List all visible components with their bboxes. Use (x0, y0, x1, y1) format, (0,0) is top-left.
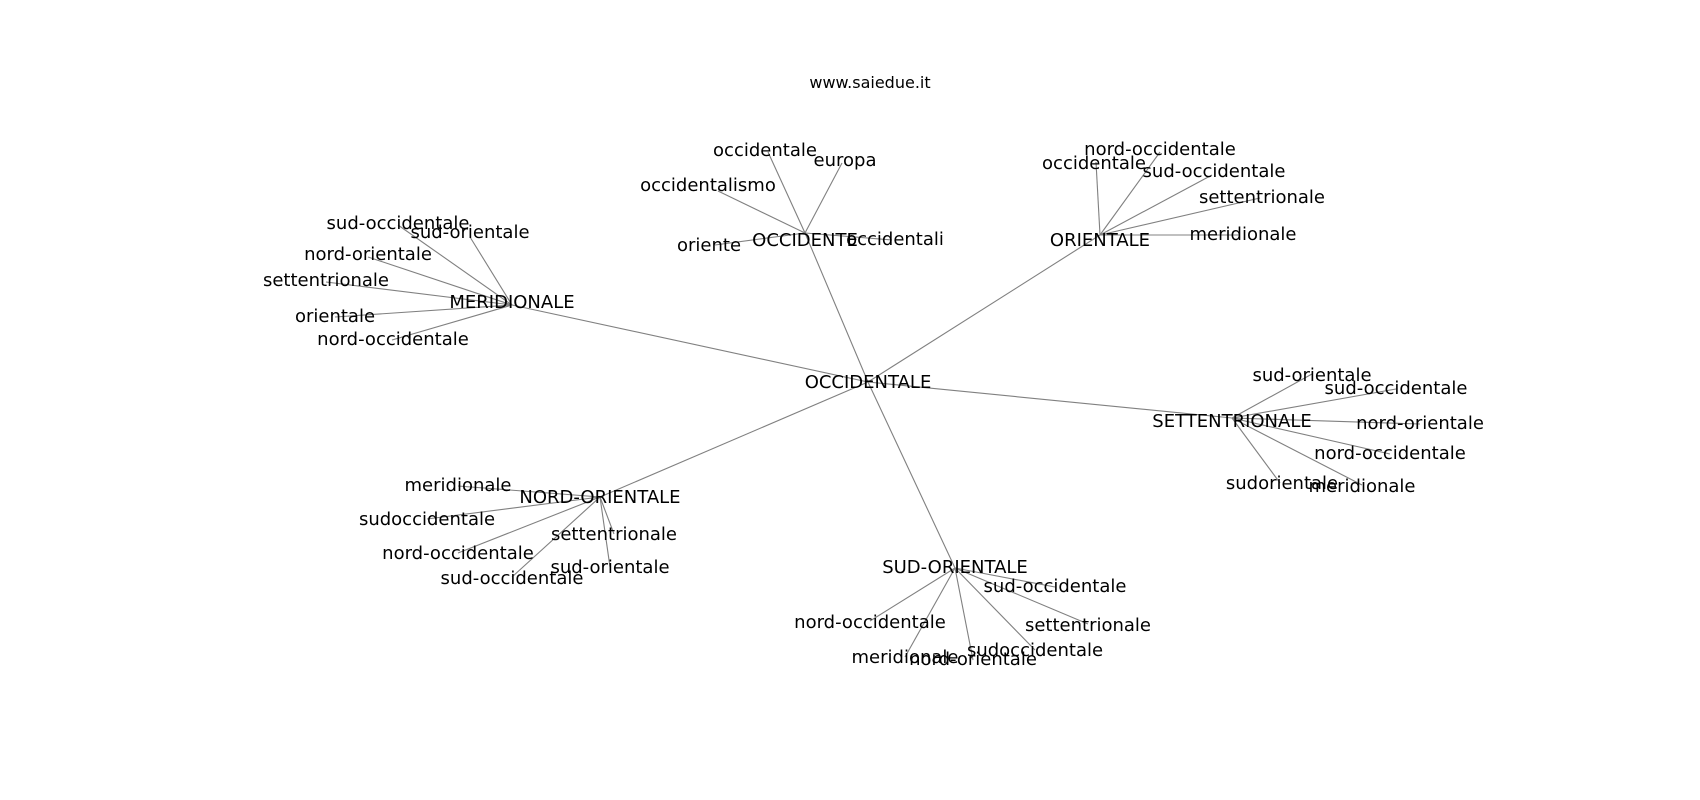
leaf-node-nord-orientale-0: meridionale (405, 475, 512, 496)
edge-occidente-leaf-0 (767, 151, 806, 234)
hub-node-sud-orientale: SUD-ORIENTALE (882, 557, 1028, 578)
leaf-node-occidente-4: occidentali (846, 229, 944, 250)
edge-settentrionale-leaf-1 (1231, 388, 1397, 419)
leaf-node-settentrionale-3: nord-occidentale (1314, 443, 1466, 464)
leaf-node-sud-orientale-5: nord-orientale (909, 649, 1037, 670)
edge-occidente-leaf-2 (717, 190, 806, 234)
edge-root-meridionale (511, 304, 869, 383)
leaf-node-sud-orientale-2: settentrionale (1025, 615, 1151, 636)
leaf-node-settentrionale-4: sudorientale (1226, 473, 1338, 494)
edge-settentrionale-leaf-0 (1231, 373, 1313, 419)
edge-occidente-leaf-4 (804, 232, 893, 241)
edge-nord-orientale-leaf-0 (457, 485, 601, 498)
leaf-node-settentrionale-1: sud-occidentale (1325, 378, 1468, 399)
edge-meridionale-leaf-0 (397, 224, 513, 306)
edge-settentrionale-leaf-2 (1231, 417, 1421, 425)
leaf-node-sud-orientale-0: sud-occidentale (984, 576, 1127, 597)
leaf-node-nord-orientale-5: sud-occidentale (441, 568, 584, 589)
edge-root-orientale (867, 234, 1101, 383)
leaf-node-meridionale-0: sud-occidentale (327, 213, 470, 234)
leaf-node-sud-orientale-4: meridionale (852, 647, 959, 668)
edge-root-occidente (804, 232, 869, 383)
leaf-node-occidente-3: oriente (677, 235, 741, 256)
edge-meridionale-leaf-2 (367, 256, 513, 306)
leaf-node-meridionale-5: nord-occidentale (317, 329, 469, 350)
edge-orientale-leaf-0 (1095, 161, 1101, 236)
leaf-node-meridionale-4: orientale (295, 306, 375, 327)
hub-node-settentrionale: SETTENTRIONALE (1152, 411, 1311, 432)
edge-orientale-leaf-2 (1099, 174, 1213, 236)
node-labels: OCCIDENTALEOCCIDENTEoccidentaleeuropaocc… (263, 139, 1484, 670)
edge-occidente-leaf-3 (714, 232, 806, 246)
edge-nord-orientale-leaf-5 (511, 496, 601, 578)
leaf-node-occidente-1: europa (814, 150, 877, 171)
leaf-node-orientale-0: occidentale (1042, 153, 1146, 174)
edge-sud-orientale-leaf-3 (954, 567, 1036, 651)
edge-orientale-leaf-1 (1099, 151, 1161, 236)
leaf-node-nord-orientale-2: settentrionale (551, 524, 677, 545)
leaf-node-nord-orientale-3: nord-occidentale (382, 543, 534, 564)
edge-meridionale-leaf-1 (469, 236, 513, 306)
edge-sud-orientale-leaf-2 (954, 567, 1089, 625)
edge-sud-orientale-leaf-0 (954, 567, 1056, 588)
edge-sud-orientale-leaf-5 (954, 567, 974, 661)
edge-settentrionale-leaf-4 (1231, 417, 1281, 484)
edge-nord-orientale-leaf-1 (426, 496, 601, 520)
leaf-node-nord-orientale-4: sud-orientale (550, 557, 669, 578)
edge-nord-orientale-leaf-2 (599, 496, 615, 535)
edges (325, 151, 1421, 661)
edge-occidente-leaf-1 (804, 162, 843, 234)
edge-settentrionale-leaf-5 (1231, 417, 1363, 486)
edge-sud-orientale-leaf-4 (904, 567, 956, 658)
leaf-node-settentrionale-2: nord-orientale (1356, 413, 1484, 434)
leaf-node-settentrionale-5: meridionale (1309, 476, 1416, 497)
leaf-node-orientale-4: meridionale (1190, 224, 1297, 245)
edge-nord-orientale-leaf-4 (599, 496, 611, 568)
leaf-node-meridionale-1: sud-orientale (410, 222, 529, 243)
edge-meridionale-leaf-5 (391, 304, 513, 341)
edge-root-nord-orientale (599, 381, 869, 498)
leaf-node-orientale-3: settentrionale (1199, 187, 1325, 208)
leaf-node-occidente-2: occidentalismo (640, 175, 776, 196)
edge-settentrionale-leaf-3 (1231, 417, 1391, 455)
leaf-node-occidente-0: occidentale (713, 140, 817, 161)
leaf-node-meridionale-2: nord-orientale (304, 244, 432, 265)
leaf-node-sud-orientale-1: nord-occidentale (794, 612, 946, 633)
hub-node-meridionale: MERIDIONALE (449, 292, 574, 313)
edge-root-sud-orientale (867, 381, 956, 569)
source-url: www.saiedue.it (809, 73, 930, 92)
edge-meridionale-leaf-3 (325, 281, 513, 306)
hub-node-orientale: ORIENTALE (1050, 230, 1150, 251)
root-node-label: OCCIDENTALE (805, 372, 932, 393)
leaf-node-orientale-2: sud-occidentale (1143, 161, 1286, 182)
edge-root-settentrionale (867, 381, 1233, 419)
leaf-node-meridionale-3: settentrionale (263, 270, 389, 291)
hub-node-occidente: OCCIDENTE (752, 230, 858, 251)
leaf-node-sud-orientale-3: sudoccidentale (967, 640, 1103, 661)
leaf-node-nord-orientale-1: sudoccidentale (359, 509, 495, 530)
edge-sud-orientale-leaf-1 (869, 567, 956, 622)
leaf-node-orientale-1: nord-occidentale (1084, 139, 1236, 160)
hub-node-nord-orientale: NORD-ORIENTALE (519, 487, 680, 508)
edge-nord-orientale-leaf-3 (457, 496, 601, 554)
edge-meridionale-leaf-4 (334, 304, 513, 318)
edge-orientale-leaf-3 (1099, 197, 1261, 236)
leaf-node-settentrionale-0: sud-orientale (1252, 365, 1371, 386)
